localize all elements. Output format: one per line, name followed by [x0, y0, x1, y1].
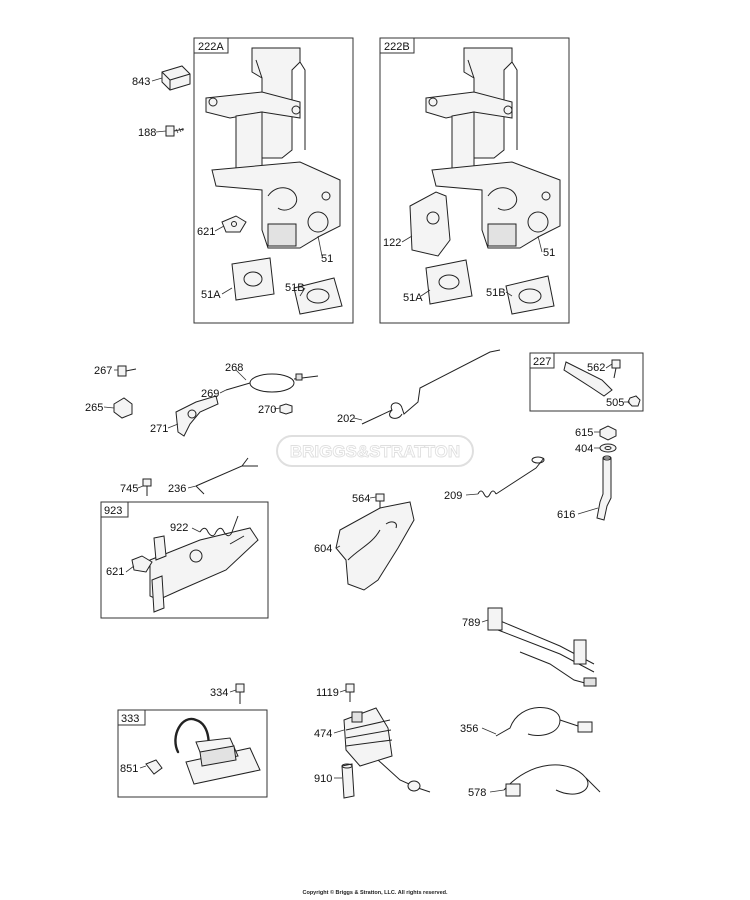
label-209: 209 [444, 490, 462, 502]
group-label-222A: 222A [198, 41, 224, 53]
label-922: 922 [170, 522, 188, 534]
part-851-clip [145, 759, 163, 775]
label-51A-b: 51A [403, 292, 423, 304]
svg-text:BRIGGS&STRATTON: BRIGGS&STRATTON [290, 442, 460, 461]
label-564: 564 [352, 493, 370, 505]
part-474-armature [343, 707, 431, 793]
label-562: 562 [587, 362, 605, 374]
label-202: 202 [337, 413, 355, 425]
part-209-spring [477, 456, 545, 498]
label-265: 265 [85, 402, 103, 414]
group-tag-222A [193, 37, 229, 54]
group-label-923: 923 [104, 505, 122, 517]
label-621-bottom: 621 [106, 566, 124, 578]
bracket-assembly-222A [205, 47, 343, 315]
label-745: 745 [120, 483, 138, 495]
part-267-screw [117, 365, 137, 377]
group-box-222B [379, 37, 570, 324]
part-356-wire [495, 707, 593, 737]
group-box-333 [117, 709, 268, 798]
part-922-spring [199, 515, 239, 537]
group-tag-222B [379, 37, 415, 54]
part-910-standoff [341, 763, 355, 799]
label-474: 474 [314, 728, 332, 740]
label-334: 334 [210, 687, 228, 699]
label-621-top: 621 [197, 226, 215, 238]
watermark-logo: BRIGGS&STRATTON [276, 435, 474, 467]
label-236: 236 [168, 483, 186, 495]
part-334-screw [235, 683, 245, 704]
part-404-washer [599, 443, 617, 453]
copyright-notice: Copyright © Briggs & Stratton, LLC. All … [302, 890, 448, 896]
part-505-nut [627, 395, 641, 407]
leader-lines [103, 77, 630, 793]
label-789: 789 [462, 617, 480, 629]
label-268: 268 [225, 362, 243, 374]
group-label-227: 227 [533, 356, 551, 368]
part-202-rod [361, 349, 501, 425]
bracket-assembly-222B [409, 47, 561, 315]
part-604-shield [335, 501, 415, 591]
part-333-coil [174, 717, 261, 785]
part-271-lever [175, 395, 219, 437]
label-271: 271 [150, 423, 168, 435]
part-236-rod [195, 457, 258, 495]
label-269: 269 [201, 388, 219, 400]
label-505: 505 [606, 397, 624, 409]
label-843: 843 [132, 76, 150, 88]
label-51A-a: 51A [201, 289, 221, 301]
part-265-clip [113, 397, 133, 419]
part-621-clip [131, 555, 153, 573]
label-122: 122 [383, 237, 401, 249]
part-578-wire [503, 764, 601, 797]
label-356: 356 [460, 723, 478, 735]
label-615: 615 [575, 427, 593, 439]
group-tag-333 [117, 709, 146, 726]
part-616-shaft [596, 455, 612, 521]
part-923-bracket [149, 527, 259, 613]
label-188: 188 [138, 127, 156, 139]
label-51-b: 51 [543, 247, 555, 259]
group-box-227 [529, 352, 644, 412]
group-label-333: 333 [121, 713, 139, 725]
part-227-lever [563, 361, 613, 397]
label-51-a: 51 [321, 253, 333, 265]
label-578: 578 [468, 787, 486, 799]
group-box-923 [100, 501, 269, 619]
part-789-harness [487, 607, 597, 687]
label-851: 851 [120, 763, 138, 775]
part-562-screw [611, 359, 621, 379]
label-51B-a: 51B [285, 282, 305, 294]
part-615-nut [599, 425, 617, 441]
label-910: 910 [314, 773, 332, 785]
group-tag-227 [529, 352, 555, 369]
part-268-cable [225, 373, 319, 393]
label-604: 604 [314, 543, 332, 555]
label-51B-b: 51B [486, 287, 506, 299]
part-1119-screw [345, 683, 355, 702]
part-843-block [161, 65, 191, 91]
label-616: 616 [557, 509, 575, 521]
label-267: 267 [94, 365, 112, 377]
label-270: 270 [258, 404, 276, 416]
group-tag-923 [100, 501, 129, 518]
part-745-screw [142, 478, 152, 496]
label-1119: 1119 [316, 687, 339, 699]
group-label-222B: 222B [384, 41, 410, 53]
label-404: 404 [575, 443, 593, 455]
group-box-222A [193, 37, 354, 324]
part-270-nut [279, 403, 293, 415]
part-188-screw [165, 125, 185, 137]
